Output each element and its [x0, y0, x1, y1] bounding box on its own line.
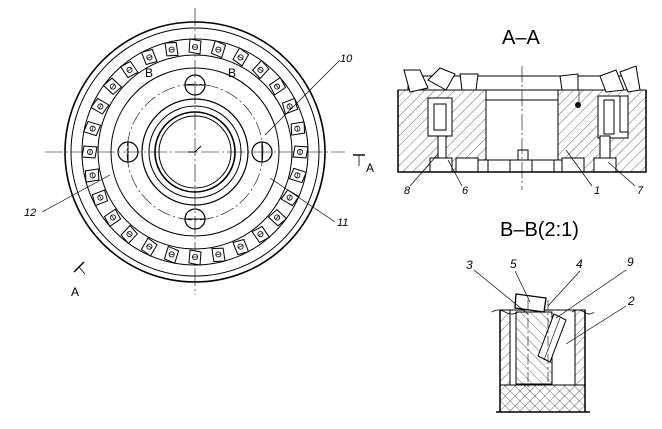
aa-screw-6 [437, 135, 447, 159]
insert-pocket [188, 249, 202, 266]
insert-pocket [90, 97, 110, 115]
insert-pocket [81, 145, 98, 159]
bolt-circle [126, 83, 264, 221]
body-face [110, 67, 280, 237]
leader-10 [264, 59, 341, 136]
insert-pocket [102, 77, 123, 96]
label-1: 1 [594, 185, 600, 197]
marker-a-right: A [366, 161, 374, 175]
bore-inner [158, 115, 232, 189]
front-view [41, 8, 365, 295]
leader-12 [41, 174, 111, 213]
leader-1 [565, 149, 593, 187]
insert-pocket [232, 47, 250, 67]
insert-pocket [211, 247, 226, 263]
label-4: 4 [576, 257, 583, 271]
bb-base [499, 384, 586, 413]
bolt-hole-bottom [184, 208, 206, 230]
insert-pocket [210, 40, 227, 59]
marker-b-left: B [145, 66, 153, 80]
label-5: 5 [510, 257, 517, 271]
bolt-hole-top [184, 74, 206, 96]
leader-4 [547, 270, 581, 307]
hub-ring [148, 105, 242, 199]
insert-pocket [120, 224, 139, 245]
insert-pocket [164, 41, 179, 57]
label-10: 10 [340, 53, 353, 65]
label-11: 11 [337, 217, 348, 229]
label-12: 12 [24, 207, 36, 219]
bolt-hole-left [117, 141, 139, 163]
center-mark [188, 145, 202, 153]
bb-insert [514, 293, 547, 313]
outer-rim-inner [70, 27, 320, 277]
insert-ring-outer [81, 38, 309, 266]
insert-pocket [268, 76, 287, 96]
insert-pocket [83, 120, 102, 137]
insert-pocket [281, 97, 299, 115]
insert-pocket [288, 167, 307, 184]
label-3: 3 [466, 258, 473, 272]
insert-pocket [292, 145, 309, 159]
insert-pocket [140, 48, 158, 66]
title-section-bb: B–B(2:1) [500, 219, 579, 241]
outer-rim [64, 21, 326, 283]
leader-6 [447, 159, 463, 187]
leader-7 [607, 161, 636, 187]
leader-5 [514, 270, 531, 303]
bolt-hole-right [251, 141, 273, 163]
label-6: 6 [462, 185, 469, 197]
insert-ring-inner [97, 54, 293, 250]
leader-2 [565, 305, 627, 345]
insert-pocket [163, 245, 180, 264]
insert-ring [81, 38, 309, 266]
insert-pocket [84, 168, 100, 183]
marker-a-left: A [71, 285, 79, 299]
title-section-aa: A–A [502, 27, 540, 49]
insert-pocket [91, 189, 109, 207]
insert-pocket [290, 121, 306, 136]
section-aa [397, 65, 647, 190]
leader-11 [269, 177, 336, 223]
insert-pocket [267, 208, 288, 227]
insert-pocket [103, 208, 122, 228]
leader-3 [473, 269, 529, 315]
section-bb [473, 269, 627, 413]
insert-pocket [188, 38, 202, 55]
label-2: 2 [627, 294, 635, 308]
insert-pocket [119, 60, 139, 79]
bore-outer [154, 111, 236, 193]
label-7: 7 [637, 185, 644, 197]
insert-pocket [251, 225, 271, 244]
insert-pocket [232, 238, 250, 256]
marker-b-right: B [228, 66, 236, 80]
insert-pocket [140, 237, 158, 257]
hub-outer [141, 98, 249, 206]
bb-wedge-screw [537, 313, 567, 363]
label-8: 8 [404, 185, 411, 197]
leader-8 [409, 153, 439, 187]
insert-pocket [251, 59, 270, 80]
leader-9 [555, 269, 627, 319]
label-9: 9 [627, 255, 634, 269]
